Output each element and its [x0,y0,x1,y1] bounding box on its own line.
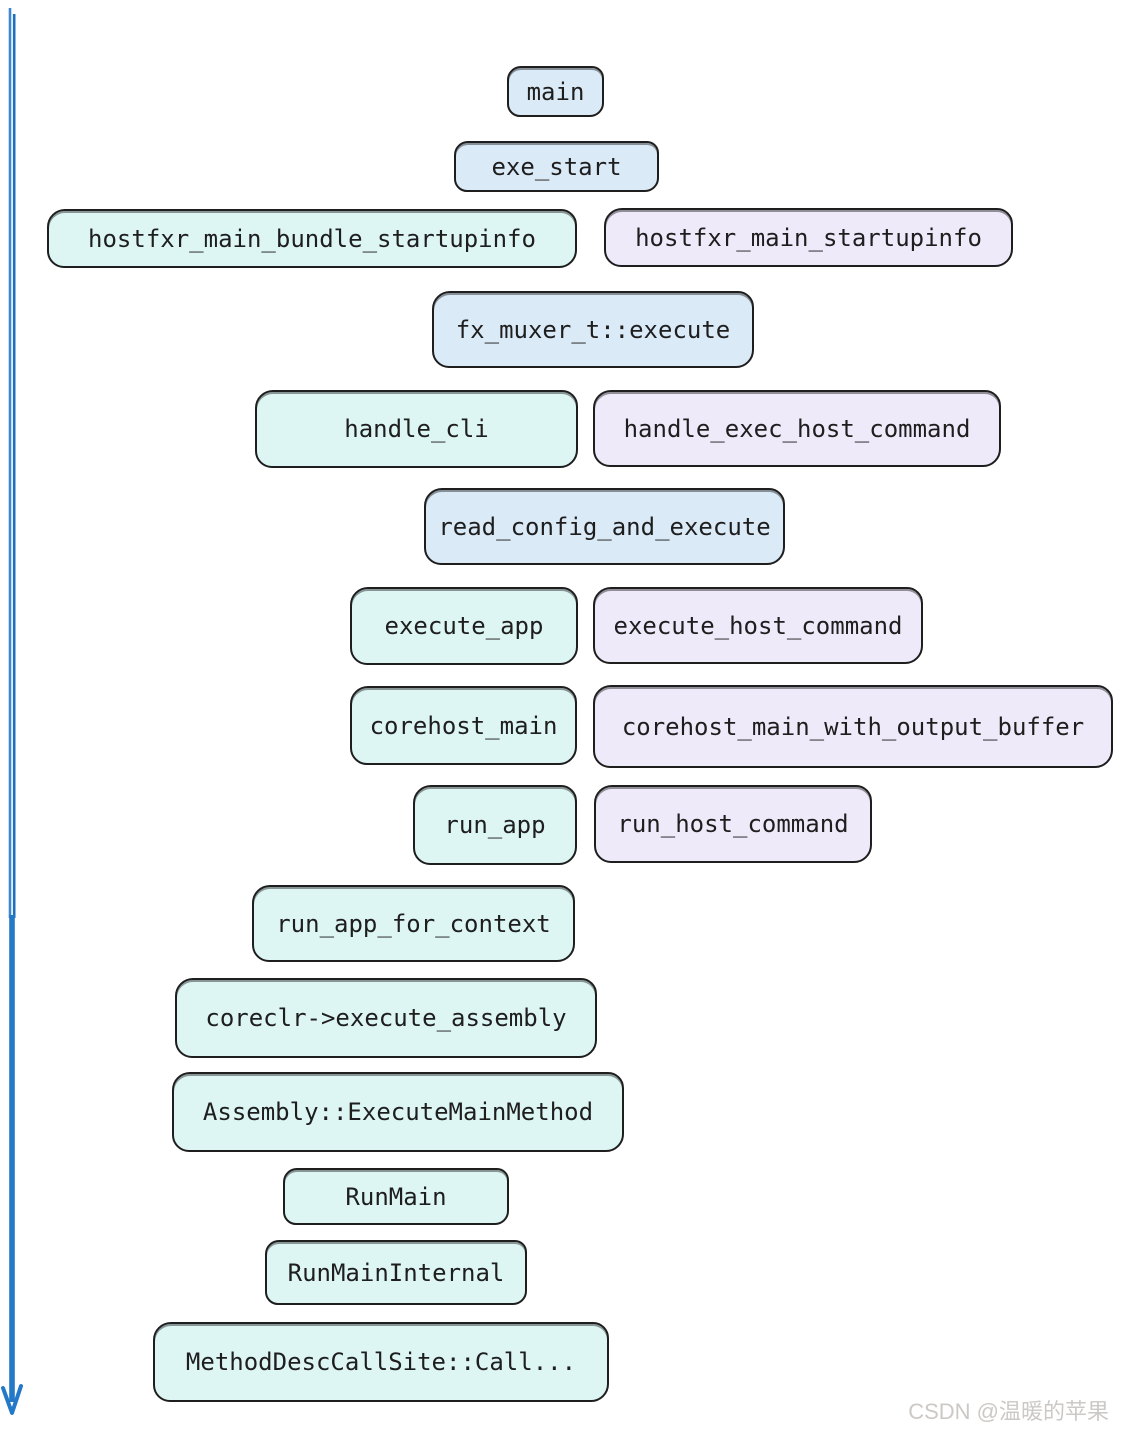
node-exe-start: exe_start [454,141,659,192]
node-run-main: RunMain [283,1168,509,1225]
node-handle-cli: handle_cli [255,390,578,468]
node-run-app: run_app [413,785,577,865]
node-assembly-execute-main-method: Assembly::ExecuteMainMethod [172,1072,624,1152]
node-run-host-command: run_host_command [594,785,872,863]
node-hostfxr-main-bundle-startupinfo: hostfxr_main_bundle_startupinfo [47,209,577,268]
node-run-app-for-context: run_app_for_context [252,885,575,962]
node-corehost-main: corehost_main [350,686,577,765]
csdn-watermark: CSDN @温暖的苹果 [908,1399,1109,1424]
node-execute-host-command: execute_host_command [593,587,923,664]
node-execute-app: execute_app [350,587,578,665]
node-handle-exec-host-command: handle_exec_host_command [593,390,1001,467]
node-run-main-internal: RunMainInternal [265,1240,527,1305]
node-corehost-main-with-output-buffer: corehost_main_with_output_buffer [593,685,1113,768]
node-coreclr-execute-assembly: coreclr->execute_assembly [175,978,597,1058]
node-method-desc-call-site-call: MethodDescCallSite::Call... [153,1322,609,1402]
flow-direction-arrow-down-icon [1,8,23,1415]
node-main: main [507,66,604,117]
node-read-config-and-execute: read_config_and_execute [424,488,785,565]
node-fx-muxer-t-execute: fx_muxer_t::execute [432,291,754,368]
node-hostfxr-main-startupinfo: hostfxr_main_startupinfo [604,208,1013,267]
